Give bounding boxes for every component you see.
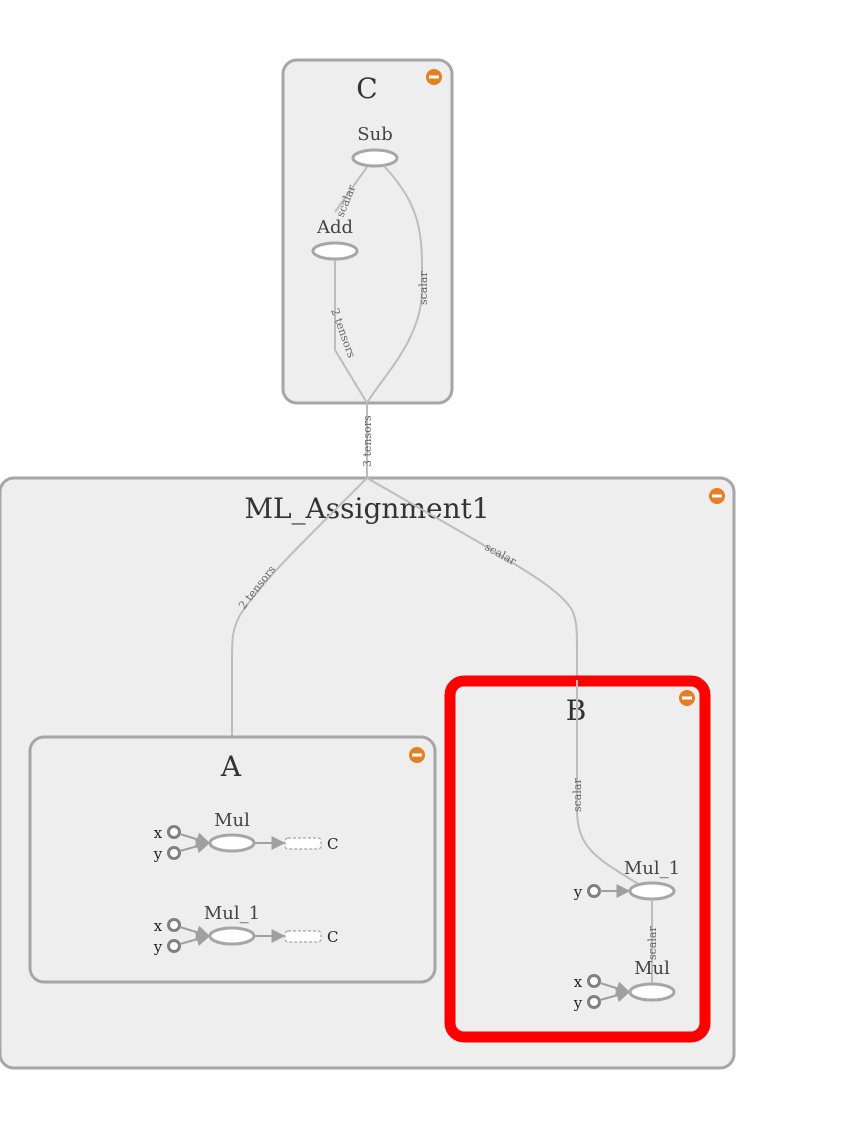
group-ml-collapse-icon[interactable]: [709, 488, 725, 504]
group-a-box[interactable]: [28, 735, 437, 984]
port-b-mul1-y-label: y: [573, 883, 583, 901]
port-a-mul-y[interactable]: [167, 846, 181, 860]
group-c-box[interactable]: [281, 58, 454, 405]
node-b-mul1-label: Mul_1: [624, 858, 680, 879]
group-c-title: C: [356, 72, 377, 105]
edge-b-mul-y: [599, 988, 631, 1003]
edge-sub-right-label: scalar: [417, 271, 430, 305]
port-a-mul1-y[interactable]: [167, 939, 181, 953]
edge-ml-a: [231, 477, 368, 737]
node-b-mul[interactable]: [628, 982, 676, 1002]
group-a-collapse-icon[interactable]: [409, 747, 425, 763]
node-b-mul1[interactable]: [628, 881, 676, 901]
edge-ml-b: [366, 477, 578, 680]
port-a-mul-y-label: y: [153, 845, 163, 863]
port-a-mul-x[interactable]: [167, 825, 181, 839]
port-a-mul1-x-label: x: [154, 917, 163, 935]
const-a-mul-label: C: [327, 835, 338, 853]
port-b-mul-x-label: x: [574, 973, 583, 991]
group-b[interactable]: B scalar Mul_1 y scalar Mul x y: [444, 675, 711, 1043]
edge-b-in-label: scalar: [571, 778, 584, 812]
const-a-mul1[interactable]: [284, 930, 322, 943]
const-a-mul[interactable]: [284, 837, 322, 850]
group-a-title: A: [220, 750, 242, 783]
edge-b-in: [576, 680, 641, 886]
port-a-mul-x-label: x: [154, 824, 163, 842]
edge-add-down: [334, 260, 368, 404]
port-b-mul1-y[interactable]: [587, 884, 601, 898]
group-ml-title: ML_Assignment1: [244, 492, 489, 525]
edge-b-mul-mul1-label: scalar: [646, 926, 659, 960]
group-b-collapse-icon[interactable]: [679, 690, 695, 706]
group-c[interactable]: C Sub Add scalar scalar 2 tensors: [281, 58, 454, 405]
group-a[interactable]: A Mul x y C Mul_1 x y: [28, 735, 437, 984]
port-b-mul-x[interactable]: [587, 974, 601, 988]
node-c-sub[interactable]: [351, 148, 399, 168]
port-b-mul-y-label: y: [573, 994, 583, 1012]
edge-a-mul-y: [179, 839, 211, 854]
group-ml-assignment1[interactable]: ML_Assignment1 2 tensors scalar A Mul x …: [0, 476, 736, 1070]
edge-sub-right: [366, 165, 424, 404]
node-c-add-label: Add: [316, 217, 353, 238]
edge-a-mul1-y: [179, 932, 211, 947]
node-b-mul-label: Mul: [634, 958, 670, 979]
node-a-mul1-label: Mul_1: [204, 903, 260, 924]
port-b-mul-y[interactable]: [587, 995, 601, 1009]
node-c-sub-label: Sub: [357, 124, 392, 145]
edge-c-ml-label: 3 tensors: [361, 415, 374, 467]
node-a-mul1[interactable]: [208, 926, 256, 946]
node-c-add[interactable]: [311, 241, 359, 261]
edge-add-sub: [334, 166, 368, 213]
group-c-collapse-icon[interactable]: [426, 69, 442, 85]
const-a-mul1-label: C: [327, 928, 338, 946]
port-a-mul1-y-label: y: [153, 938, 163, 956]
node-a-mul-label: Mul: [214, 810, 250, 831]
port-a-mul1-x[interactable]: [167, 918, 181, 932]
node-a-mul[interactable]: [208, 833, 256, 853]
